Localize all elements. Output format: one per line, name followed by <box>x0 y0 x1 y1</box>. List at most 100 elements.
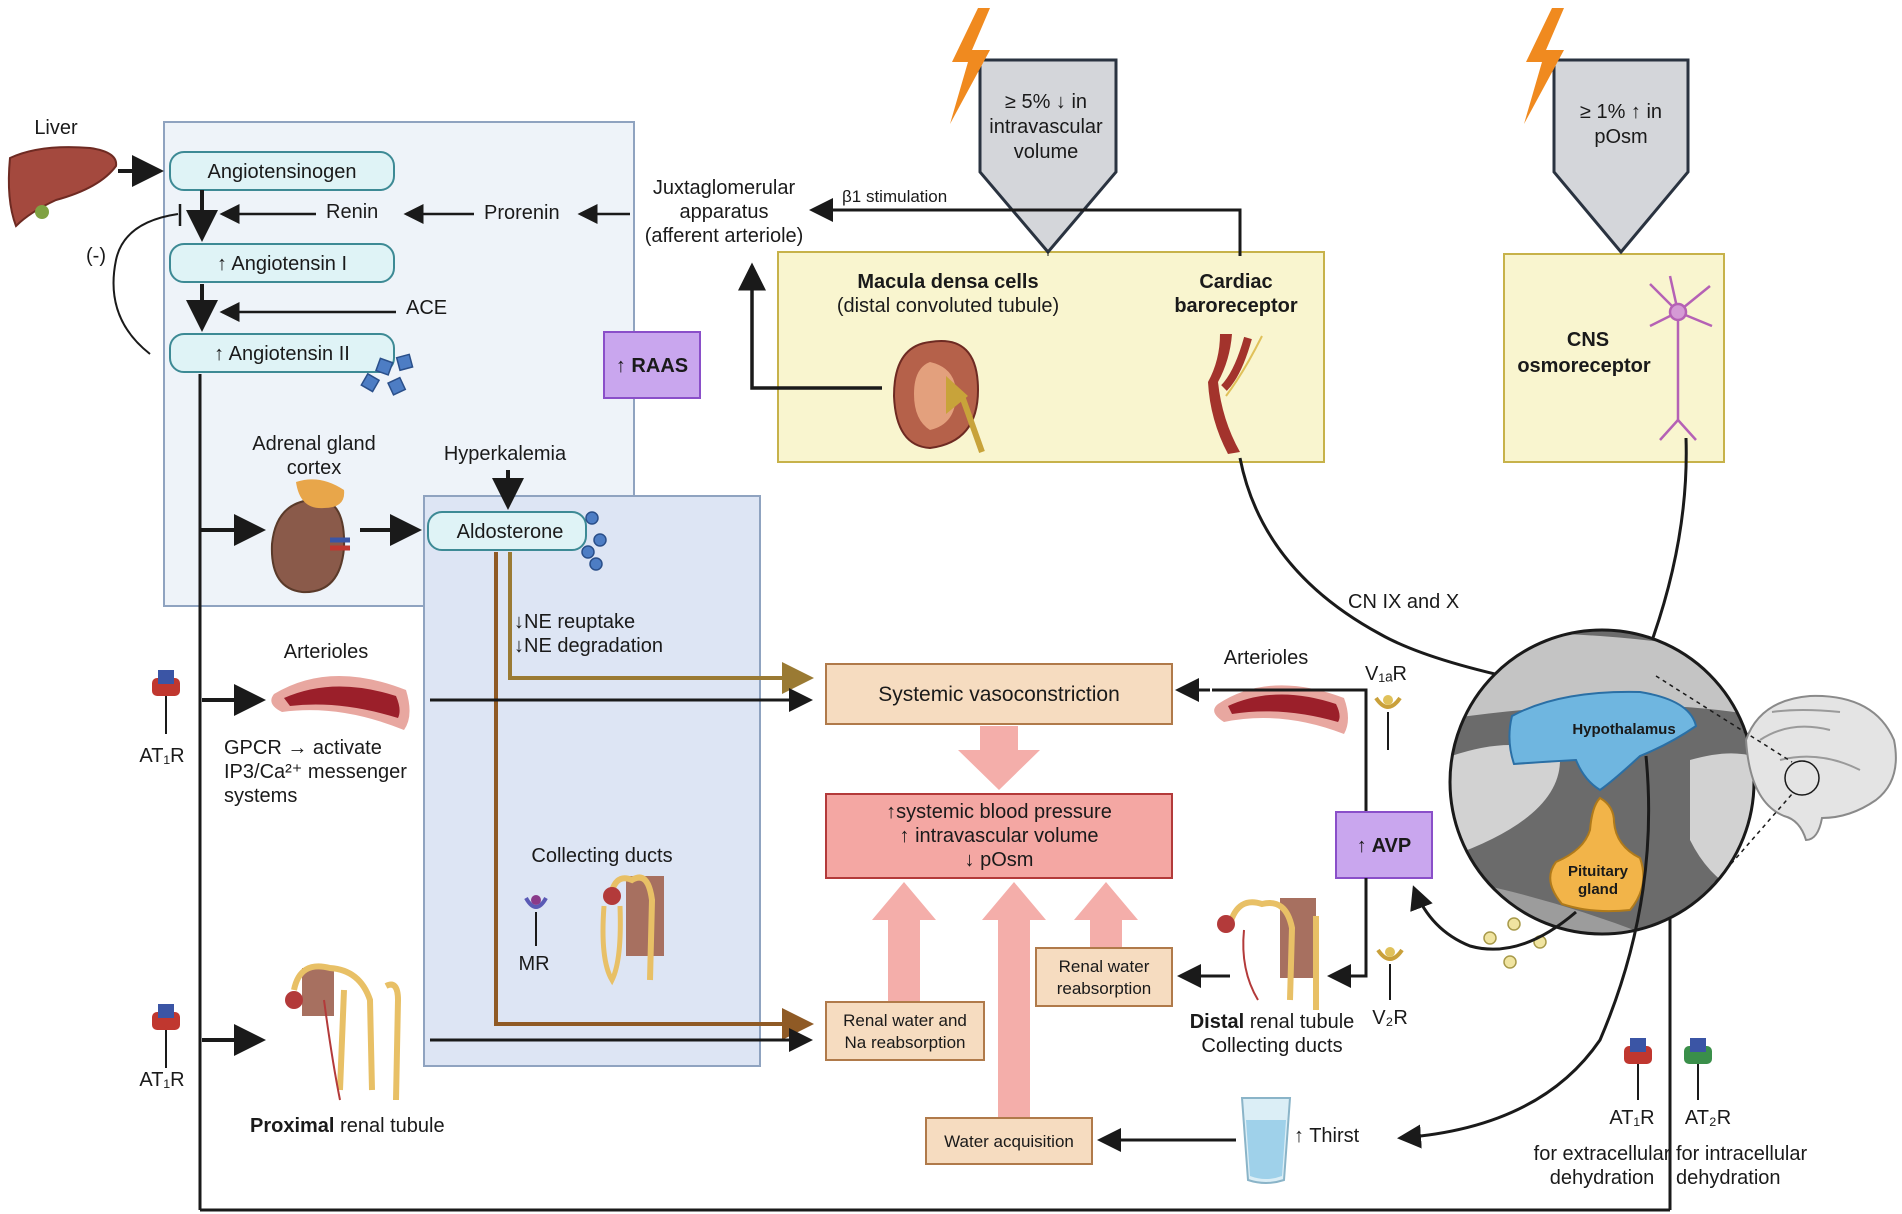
arterioles-left-label: Arterioles <box>284 641 368 663</box>
water-acquisition-label: Water acquisition <box>944 1132 1074 1151</box>
intracellular-line2: dehydration <box>1676 1167 1781 1189</box>
angiotensin2-label: ↑ Angiotensin II <box>214 343 350 365</box>
jga-line2: apparatus <box>680 201 769 223</box>
distal-label-bold: Distal <box>1190 1011 1244 1033</box>
pink-arrow-vasoconstriction-outcome <box>958 726 1040 790</box>
cn-nerves-label: CN IX and X <box>1348 591 1459 613</box>
vasoconstriction-box <box>825 663 1173 725</box>
collecting-ducts-label: Collecting ducts <box>531 845 672 867</box>
sensor-panel-renal-cardiac <box>777 251 1325 463</box>
at1r-receptor-icon <box>152 670 180 734</box>
v2r-label: V₂R <box>1372 1007 1408 1029</box>
negative-feedback-line <box>112 213 179 355</box>
avp-line-to-distal <box>1327 878 1368 988</box>
avp-badge-label: ↑ AVP <box>1357 835 1411 857</box>
arrow-pituitary-avp <box>1410 885 1577 951</box>
renin-label: Renin <box>326 201 378 223</box>
ne-degradation-label: ↓NE degradation <box>514 635 663 657</box>
liver-icon <box>7 146 118 228</box>
arteriole-left-icon <box>271 675 410 730</box>
intracellular-line1: for intracellular <box>1676 1143 1808 1165</box>
pink-arrow-water-acq-outcome <box>982 882 1046 1118</box>
renal-na-line1: Renal water and <box>843 1011 967 1030</box>
arrow-macula-jga <box>738 262 882 390</box>
extracellular-line1: for extracellular <box>1534 1143 1671 1165</box>
at1r-receptor-icon <box>152 1004 180 1068</box>
brown-arrow-aldosterone-renal-na <box>494 552 814 1040</box>
zoom-line-top <box>1655 675 1793 763</box>
brain-icon <box>1744 694 1897 842</box>
angiotensin1-pill <box>169 243 395 283</box>
cns-osmoreceptor-line2: osmoreceptor <box>1517 355 1651 377</box>
arteriole-right-icon <box>1214 685 1348 734</box>
at1r-label-right: AT₁R <box>1609 1107 1654 1129</box>
extracellular-line2: dehydration <box>1550 1167 1655 1189</box>
distal-label-line2: Collecting ducts <box>1201 1035 1342 1057</box>
adrenal-line2: cortex <box>287 457 341 479</box>
water-acquisition-box <box>925 1117 1093 1165</box>
outcome-line2: ↑ intravascular volume <box>900 825 1099 847</box>
mr-receptor-icon <box>524 895 548 946</box>
prorenin-label: Prorenin <box>484 202 560 224</box>
arterioles-right-label: Arterioles <box>1224 647 1308 669</box>
at1r-label-lower: AT₁R <box>139 1069 184 1091</box>
arrow-baroreceptor-jga <box>809 198 1242 256</box>
beta1-label: β1 stimulation <box>842 187 947 206</box>
proximal-label-rest: renal tubule <box>334 1115 444 1137</box>
outcome-line3: ↓ pOsm <box>965 849 1034 871</box>
angiotensin2-molecules-icon <box>360 353 414 396</box>
v1ar-receptor-icon <box>1374 695 1402 750</box>
avp-line-to-arterioles <box>1212 688 1368 812</box>
thirst-label: ↑ Thirst <box>1294 1125 1360 1147</box>
raas-badge <box>603 331 701 399</box>
aldosterone-label: Aldosterone <box>457 521 564 543</box>
stimulus-osm-line1: ≥ 1% ↑ in <box>1580 101 1662 123</box>
cns-osmoreceptor-line1: CNS <box>1567 329 1609 351</box>
carotid-artery-icon <box>1208 334 1263 454</box>
hypothalamus-label: Hypothalamus <box>1572 721 1675 738</box>
hypothalamus-shape <box>1508 690 1698 792</box>
aldosterone-pill <box>427 511 587 551</box>
sensor-panel-cns <box>1503 253 1725 463</box>
outcome-line1: ↑systemic blood pressure <box>886 801 1112 823</box>
stimulus-volume-line2: intravascular <box>989 116 1103 138</box>
at1r-label-upper: AT₁R <box>139 745 184 767</box>
gpcr-line2: IP3/Ca²⁺ messenger <box>224 761 407 783</box>
jga-line1: Juxtaglomerular <box>653 177 796 199</box>
at2r-label: AT₂R <box>1685 1107 1731 1129</box>
olive-arrow-aldosterone-vasoconstriction <box>508 552 814 694</box>
adrenal-line1: Adrenal gland <box>252 433 375 455</box>
liver-label: Liver <box>34 117 78 139</box>
pink-arrow-renal-water-outcome <box>1074 882 1138 948</box>
cardiac-baroreceptor-line1: Cardiac <box>1199 271 1272 293</box>
avp-vesicles-icon <box>1483 917 1547 969</box>
renal-na-line2: Na reabsorption <box>845 1033 966 1052</box>
macula-densa-subtitle: (distal convoluted tubule) <box>837 295 1059 317</box>
angiotensinogen-label: Angiotensinogen <box>207 161 356 183</box>
vasoconstriction-label: Systemic vasoconstriction <box>878 683 1120 706</box>
hyperkalemia-label: Hyperkalemia <box>444 443 567 465</box>
macula-densa-title: Macula densa cells <box>857 271 1038 293</box>
v1ar-label: V₁ₐR <box>1365 663 1407 685</box>
adrenal-kidney-icon <box>270 479 350 594</box>
stimulus-volume-shape <box>978 58 1118 255</box>
renal-water-line2: reabsorption <box>1057 979 1152 998</box>
raas-badge-label: ↑ RAAS <box>616 355 688 377</box>
proximal-label: Proximal renal tubule <box>250 1115 445 1137</box>
distal-label-line1: Distal renal tubule <box>1190 1011 1355 1033</box>
ne-reuptake-label: ↓NE reuptake <box>514 611 635 633</box>
renal-water-line1: Renal water <box>1059 957 1150 976</box>
water-glass-icon <box>1240 1097 1292 1184</box>
pituitary-line2: gland <box>1578 881 1618 898</box>
neuron-icon <box>1649 275 1713 441</box>
angiotensin2-pill <box>169 333 395 373</box>
renal-water-box <box>1035 947 1173 1007</box>
ace-label: ACE <box>406 297 447 319</box>
cardiac-baroreceptor-line2: baroreceptor <box>1174 295 1298 317</box>
stimulus-osm-line2: pOsm <box>1594 126 1647 148</box>
stimulus-volume-line1: ≥ 5% ↓ in <box>1005 91 1087 113</box>
aldosterone-panel <box>423 495 761 1067</box>
angiotensin1-label: ↑ Angiotensin I <box>217 253 347 275</box>
aldosterone-molecules-icon <box>581 511 607 571</box>
